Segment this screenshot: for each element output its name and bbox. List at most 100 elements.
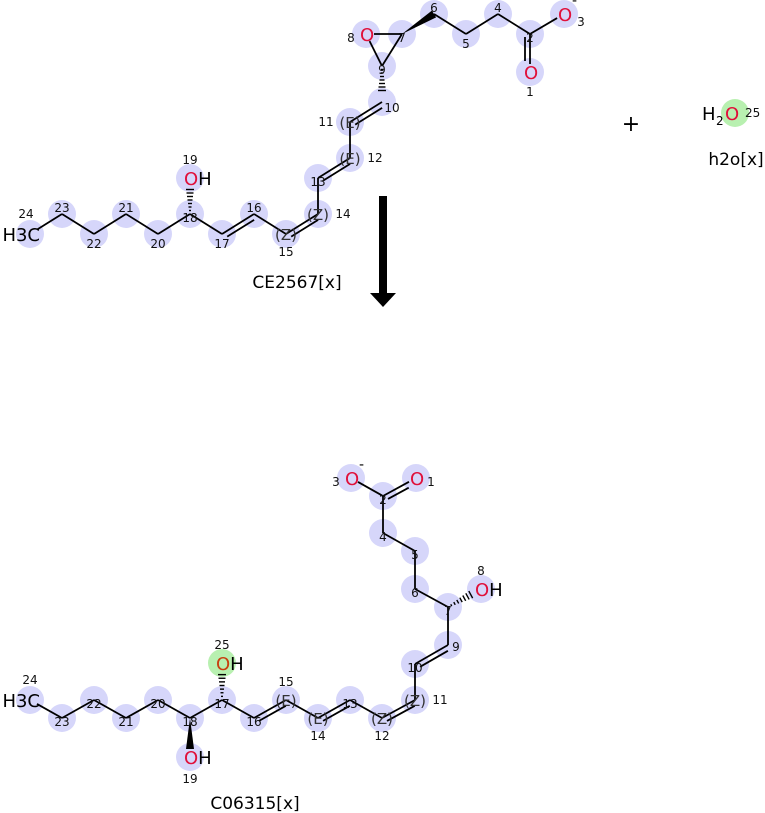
atom-number: 1 bbox=[526, 85, 534, 99]
single-bond bbox=[381, 33, 403, 67]
atom-number: 17 bbox=[214, 237, 229, 251]
stereo-label: (Z) bbox=[275, 226, 297, 244]
oxygen-atom-label: OH bbox=[184, 748, 212, 769]
reaction-arrow bbox=[370, 196, 396, 307]
double-bond bbox=[381, 699, 416, 719]
atom-number: 19 bbox=[182, 772, 197, 786]
atom-number: 21 bbox=[118, 715, 133, 729]
atom-number: 12 bbox=[374, 729, 389, 743]
double-bond bbox=[317, 699, 351, 719]
oxygen-atom-label: O bbox=[524, 63, 538, 84]
single-bond bbox=[125, 699, 159, 719]
atom-number: 8 bbox=[477, 564, 485, 578]
atom-highlight bbox=[176, 743, 204, 771]
atom-number: 5 bbox=[411, 548, 419, 562]
oxygen-atom-label: OH bbox=[184, 169, 212, 190]
atom-number: 2 bbox=[526, 31, 534, 45]
atom-highlight bbox=[176, 164, 204, 192]
svg-text:H: H bbox=[702, 104, 716, 125]
atom-number: 15 bbox=[278, 245, 293, 259]
single-bond bbox=[382, 532, 416, 552]
atom-highlight bbox=[337, 464, 365, 492]
oxygen-atom-label: O bbox=[360, 25, 374, 46]
svg-text:2: 2 bbox=[716, 114, 724, 128]
atom-number: 7 bbox=[444, 604, 452, 618]
atom-number: 16 bbox=[246, 715, 261, 729]
atom-number: 18 bbox=[182, 211, 197, 225]
atom-number: 9 bbox=[452, 640, 460, 654]
atom-highlight bbox=[402, 464, 430, 492]
atom-number: 3 bbox=[577, 15, 585, 29]
atom-number: 20 bbox=[150, 237, 165, 251]
atom-number: 9 bbox=[378, 63, 386, 77]
charge-label: - bbox=[359, 457, 364, 473]
single-bond bbox=[189, 699, 223, 719]
atom-highlight bbox=[16, 220, 44, 248]
single-bond bbox=[529, 17, 558, 35]
atom-number: 18 bbox=[182, 715, 197, 729]
atom-number: 1 bbox=[427, 475, 435, 489]
oxygen-atom-label: OH bbox=[475, 580, 503, 601]
double-bond bbox=[414, 644, 449, 665]
atom-number: 7 bbox=[398, 31, 406, 45]
atom-highlight bbox=[352, 20, 380, 48]
svg-text:O: O bbox=[725, 104, 739, 125]
hashed-bond bbox=[378, 68, 386, 92]
atom-number: 6 bbox=[411, 586, 419, 600]
atom-number: 3 bbox=[332, 475, 340, 489]
wedge-bond bbox=[186, 718, 194, 749]
atom-number: 11 bbox=[318, 115, 333, 129]
oxygen-atom-label: O bbox=[345, 469, 359, 490]
single-bond bbox=[465, 13, 499, 35]
single-bond bbox=[157, 213, 191, 235]
single-bond bbox=[357, 481, 384, 497]
single-bond bbox=[414, 588, 449, 608]
double-bond bbox=[285, 213, 319, 235]
single-bond bbox=[497, 13, 531, 35]
stereo-label: (Z) bbox=[371, 710, 393, 728]
atom-number: 19 bbox=[182, 153, 197, 167]
oxygen-atom-label: O bbox=[410, 469, 424, 490]
atom-number: 8 bbox=[347, 31, 355, 45]
atom-number: 15 bbox=[278, 675, 293, 689]
atom-number: 24 bbox=[18, 207, 33, 221]
wedge-bond bbox=[402, 10, 437, 35]
methyl-label: H3C bbox=[2, 225, 40, 246]
atom-number: 6 bbox=[430, 1, 438, 15]
atom-number: 2 bbox=[379, 493, 387, 507]
atom-number: 13 bbox=[342, 697, 357, 711]
double-bond bbox=[221, 213, 255, 235]
single-bond bbox=[349, 699, 383, 719]
stereo-label: (Z) bbox=[404, 692, 426, 710]
atom-number: 22 bbox=[86, 237, 101, 251]
single-bond bbox=[368, 40, 383, 67]
double-bond bbox=[317, 157, 351, 179]
stereo-label: (E) bbox=[339, 150, 360, 168]
double-bond bbox=[382, 481, 410, 497]
atom-number: 11 bbox=[432, 693, 447, 707]
single-bond bbox=[36, 213, 63, 231]
oxygen-atom-label: O bbox=[558, 5, 572, 26]
stereo-label: (E) bbox=[275, 692, 296, 710]
hashed-bond bbox=[450, 590, 474, 607]
single-bond bbox=[93, 213, 127, 235]
atom-number: 4 bbox=[379, 530, 387, 544]
atom-number: 14 bbox=[335, 207, 350, 221]
water-atom-number: 25 bbox=[745, 106, 760, 120]
single-bond bbox=[189, 213, 223, 235]
atom-highlight bbox=[16, 686, 44, 714]
enzyme-label: CE2567[x] bbox=[252, 273, 341, 293]
stereo-label: (Z) bbox=[307, 206, 329, 224]
atom-number: 17 bbox=[214, 697, 229, 711]
single-bond bbox=[157, 699, 191, 719]
atom-number: 4 bbox=[494, 1, 502, 15]
atom-number: 5 bbox=[462, 37, 470, 51]
oxygen-atom-label: OH bbox=[216, 654, 244, 675]
atom-number: 10 bbox=[384, 101, 399, 115]
reactant-molecule-ce2567: O12O-34567O8910(E)11(E)1213(Z)14(Z)15161… bbox=[2, 0, 585, 259]
atom-number: 22 bbox=[86, 697, 101, 711]
hashed-bond bbox=[186, 188, 194, 212]
single-bond bbox=[221, 699, 255, 719]
